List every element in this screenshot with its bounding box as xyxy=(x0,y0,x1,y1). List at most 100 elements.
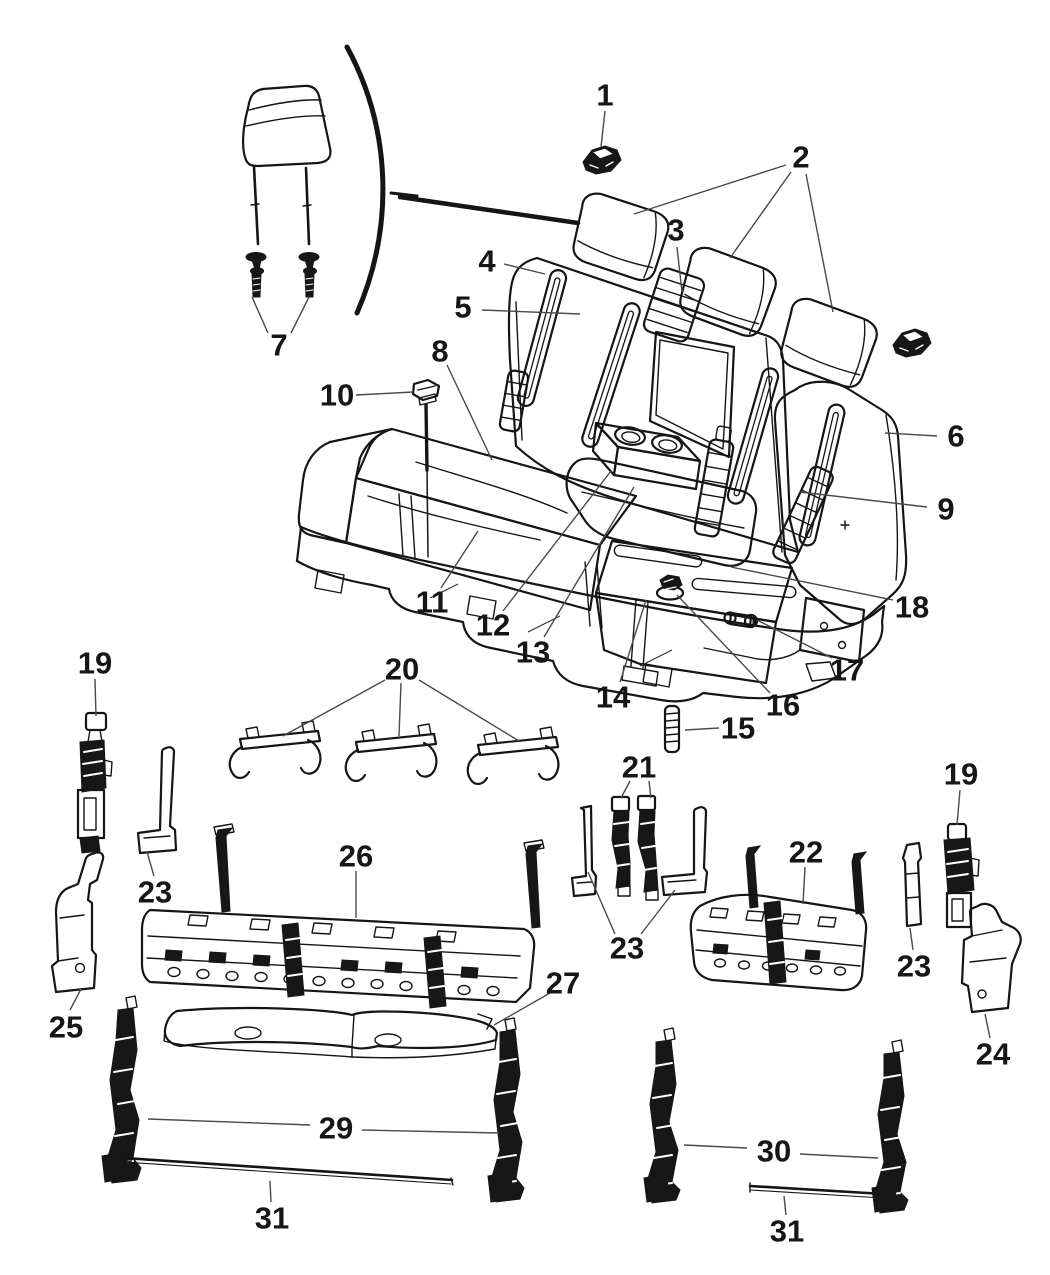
callout-19: 19 xyxy=(78,646,112,681)
leader-line-31 xyxy=(783,1195,787,1216)
headrest-guide-screws xyxy=(245,252,320,298)
headrest-right xyxy=(780,297,878,388)
callout-24: 24 xyxy=(976,1037,1011,1072)
leader-line-2 xyxy=(633,164,787,215)
leader-line-8 xyxy=(446,364,493,461)
callout-7: 7 xyxy=(270,328,287,363)
leader-line-20 xyxy=(398,682,402,737)
leader-line-19 xyxy=(94,678,97,717)
cupholder-left xyxy=(614,426,646,446)
hinge-30-left xyxy=(643,1027,681,1204)
callout-17: 17 xyxy=(830,653,864,688)
callout-8: 8 xyxy=(431,334,448,369)
leader-line-29 xyxy=(147,1118,311,1126)
bracket-23-left xyxy=(136,746,178,855)
adjuster-nut xyxy=(655,574,685,601)
callout-4: 4 xyxy=(478,244,496,279)
seat-belt-strap-right xyxy=(772,465,834,565)
leader-line-7 xyxy=(290,296,310,334)
callout-5: 5 xyxy=(454,290,471,325)
bracket-24 xyxy=(960,902,1022,1014)
leader-line-27 xyxy=(493,992,551,1026)
seat-back-60 xyxy=(498,256,800,554)
seat-belt-strap-center xyxy=(693,425,735,538)
leader-line-12 xyxy=(502,470,612,612)
leader-line-18 xyxy=(730,566,894,601)
pivot-bolt xyxy=(411,378,441,558)
leader-line-23 xyxy=(146,851,155,877)
leader-line-2 xyxy=(729,171,792,259)
latch-19-right xyxy=(943,822,980,929)
callout-26: 26 xyxy=(339,839,373,874)
callout-31: 31 xyxy=(255,1201,289,1236)
leader-line-23 xyxy=(909,927,914,951)
headrest-left xyxy=(572,192,670,282)
leader-line-7 xyxy=(251,296,269,334)
leader-line-30 xyxy=(799,1153,879,1159)
rod-31-right xyxy=(748,1182,886,1199)
callout-19: 19 xyxy=(944,757,978,792)
latch-19-left xyxy=(76,711,113,854)
hinge-29-left xyxy=(101,995,142,1184)
leader-line-21 xyxy=(620,780,631,799)
leader-line-16 xyxy=(676,594,771,694)
callout-13: 13 xyxy=(516,635,550,670)
callout-30: 30 xyxy=(757,1134,791,1169)
leader-line-21 xyxy=(648,780,652,799)
leader-line-23 xyxy=(587,871,616,935)
leader-line-31 xyxy=(269,1180,272,1203)
bracket-23-mid-left xyxy=(570,804,598,898)
callout-27: 27 xyxy=(546,966,580,1001)
seat-frame-40 xyxy=(689,845,868,992)
hinge-30-right xyxy=(871,1039,909,1214)
leader-line-20 xyxy=(282,679,386,737)
callout-11: 11 xyxy=(416,585,449,620)
leader-line-24 xyxy=(984,1013,991,1039)
leader-line-6 xyxy=(884,432,938,437)
callout-14: 14 xyxy=(596,680,631,715)
callout-25: 25 xyxy=(49,1010,83,1045)
callout-2: 2 xyxy=(792,140,809,175)
bracket-23-right xyxy=(901,841,923,928)
callout-9: 9 xyxy=(937,492,954,527)
wire-hook-2 xyxy=(344,723,438,782)
callout-23: 23 xyxy=(897,949,931,984)
hinge-29-right xyxy=(487,1017,525,1203)
callout-21: 21 xyxy=(622,750,656,785)
leader-line-20 xyxy=(418,679,520,742)
callout-18: 18 xyxy=(895,590,929,625)
leader-line-23 xyxy=(640,889,676,935)
side-bolster-ribs xyxy=(498,369,530,433)
leader-line-13 xyxy=(543,486,635,638)
cupholder-right xyxy=(651,434,683,454)
center-support xyxy=(621,599,659,687)
headrest-detail xyxy=(242,84,332,298)
callout-23: 23 xyxy=(138,875,172,910)
seat-back-40 xyxy=(726,337,908,626)
leader-line-25 xyxy=(69,988,82,1011)
leader-line-10 xyxy=(355,391,414,396)
frame-pivot-links xyxy=(164,949,479,979)
callout-29: 29 xyxy=(319,1111,353,1146)
callout-31: 31 xyxy=(770,1214,804,1249)
recliner-bracket-right xyxy=(703,596,866,664)
callout-23: 23 xyxy=(610,931,644,966)
callout-12: 12 xyxy=(476,608,510,643)
headrest-center xyxy=(679,246,777,337)
leader-line-22 xyxy=(802,866,806,905)
leader-line-14 xyxy=(619,599,647,683)
latch-striker-right xyxy=(892,328,932,358)
callout-1: 1 xyxy=(596,78,613,113)
callout-16: 16 xyxy=(766,688,800,723)
belt-buckles xyxy=(610,794,659,901)
latch-striker-left xyxy=(582,145,622,175)
callout-3: 3 xyxy=(667,213,684,248)
callout-22: 22 xyxy=(789,835,823,870)
leader-line-2 xyxy=(805,173,834,313)
wire-hook-1 xyxy=(228,720,322,779)
callout-10: 10 xyxy=(320,378,354,413)
bracket-25 xyxy=(50,851,105,994)
